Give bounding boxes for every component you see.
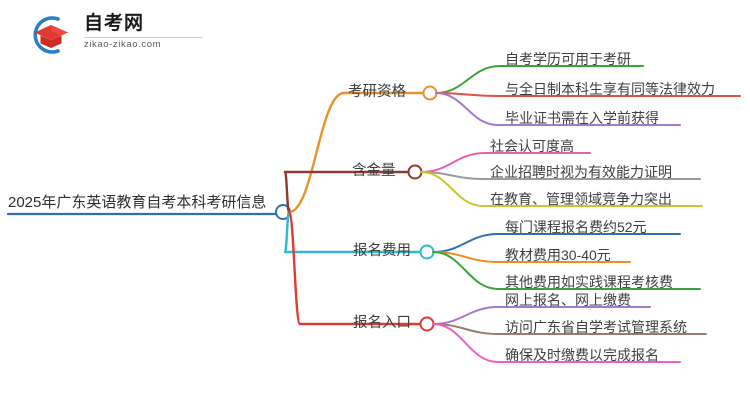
leaf-label-0-0[interactable]: 自考学历可用于考研 bbox=[505, 51, 631, 67]
branch-label-3[interactable]: 报名入口 bbox=[353, 315, 411, 331]
leaf-connector-0-0 bbox=[435, 65, 501, 94]
branch-label-0[interactable]: 考研资格 bbox=[348, 84, 406, 100]
logo-url: zikao-zikao.com bbox=[84, 39, 162, 50]
branch-node-1[interactable] bbox=[407, 164, 423, 180]
leaf-connector-3-2 bbox=[432, 323, 499, 363]
leaf-label-3-1[interactable]: 访问广东省自学考试管理系统 bbox=[505, 319, 687, 335]
branch-label-2[interactable]: 报名费用 bbox=[353, 243, 411, 259]
leaf-label-1-0[interactable]: 社会认可度高 bbox=[490, 138, 574, 154]
leaf-connector-1-2 bbox=[420, 171, 484, 207]
site-logo[interactable]: 自考网 zikao-zikao.com bbox=[28, 12, 208, 58]
leaf-connector-2-2 bbox=[432, 251, 499, 290]
leaf-label-0-1[interactable]: 与全日制本科生享有同等法律效力 bbox=[505, 81, 715, 97]
leaf-connector-3-0 bbox=[432, 306, 499, 325]
leaf-label-0-2[interactable]: 毕业证书需在入学前获得 bbox=[505, 110, 659, 126]
leaf-connector-1-0 bbox=[420, 152, 486, 173]
graduation-cap-icon bbox=[33, 16, 68, 54]
branch-node-3[interactable] bbox=[419, 316, 435, 332]
branch-connector-3 bbox=[287, 210, 302, 326]
leaf-label-1-2[interactable]: 在教育、管理领域竞争力突出 bbox=[490, 191, 672, 207]
leaf-connector-0-2 bbox=[435, 92, 499, 126]
leaf-label-2-0[interactable]: 每门课程报名费约52元 bbox=[505, 219, 647, 235]
leaf-label-2-1[interactable]: 教材费用30-40元 bbox=[505, 247, 611, 263]
leaf-label-3-2[interactable]: 确保及时缴费以完成报名 bbox=[505, 347, 659, 363]
root-node-label[interactable]: 2025年广东英语教育自考本科考研信息 bbox=[8, 194, 267, 211]
branch-connector-0 bbox=[287, 91, 346, 214]
leaf-label-2-2[interactable]: 其他费用如实践课程考核费 bbox=[505, 274, 673, 290]
branch-node-0[interactable] bbox=[422, 85, 438, 101]
leaf-connector-2-0 bbox=[432, 233, 499, 253]
logo-name: 自考网 bbox=[84, 13, 145, 34]
logo-text-block: 自考网 zikao-zikao.com bbox=[84, 12, 208, 50]
leaf-label-3-0[interactable]: 网上报名、网上缴费 bbox=[505, 292, 631, 308]
logo-divider bbox=[84, 37, 202, 38]
branch-label-1[interactable]: 含金量 bbox=[352, 163, 396, 179]
branch-node-2[interactable] bbox=[419, 244, 435, 260]
leaf-label-1-1[interactable]: 企业招聘时视为有效能力证明 bbox=[490, 164, 672, 180]
